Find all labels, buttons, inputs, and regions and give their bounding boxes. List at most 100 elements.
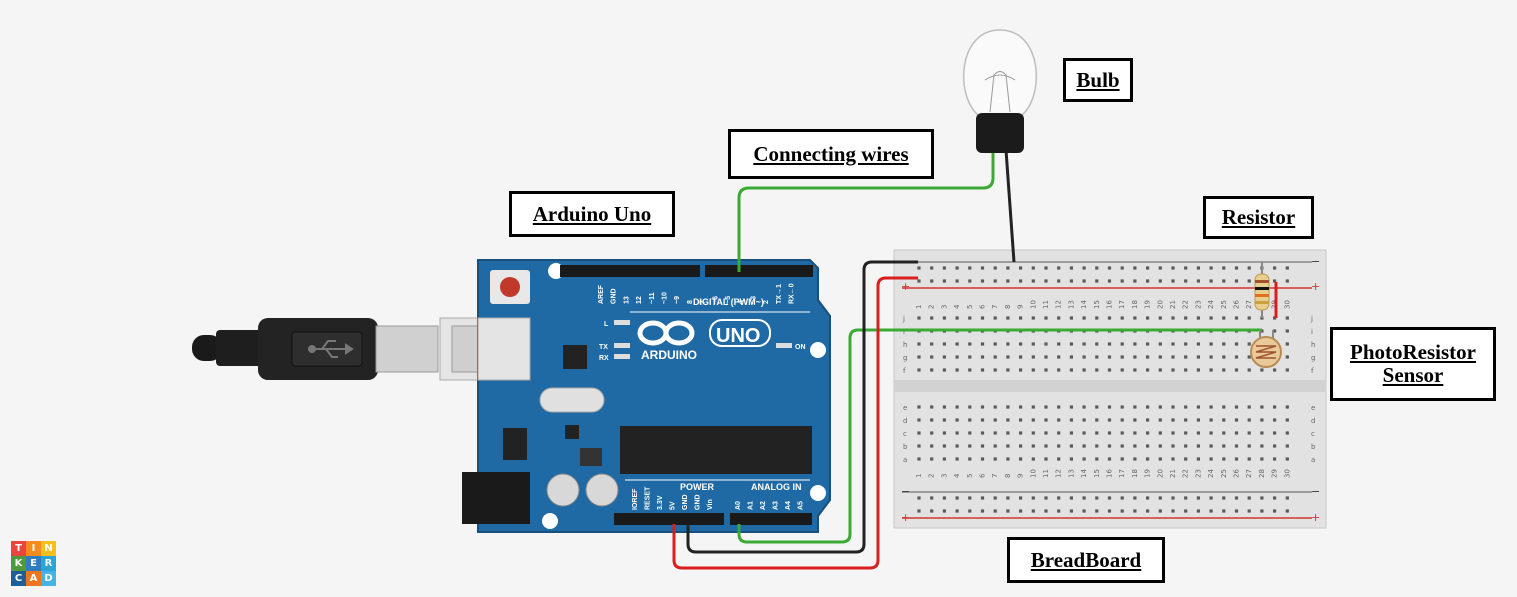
breadboard-hole	[968, 444, 972, 448]
breadboard-hole	[1247, 266, 1251, 270]
power-pin-label: IOREF	[632, 488, 639, 510]
breadboard-hole	[955, 431, 959, 435]
breadboard-hole	[1273, 405, 1277, 409]
breadboard-hole	[942, 316, 946, 320]
breadboard-hole	[917, 509, 921, 513]
breadboard-hole	[1260, 405, 1264, 409]
breadboard-hole	[980, 405, 985, 409]
breadboard-hole	[1107, 405, 1112, 409]
breadboard-hole	[942, 444, 946, 448]
breadboard-hole	[1095, 431, 1099, 435]
breadboard-hole	[930, 316, 934, 320]
breadboard-row-label: i	[903, 328, 905, 336]
breadboard-hole	[1196, 418, 1200, 422]
breadboard-hole	[917, 457, 921, 461]
breadboard-hole	[942, 509, 946, 513]
breadboard-hole	[1260, 368, 1264, 372]
breadboard-hole	[917, 444, 921, 448]
led-l-label: L	[604, 321, 609, 328]
breadboard-hole	[993, 457, 997, 461]
breadboard-hole	[1222, 431, 1226, 435]
breadboard-hole	[1069, 368, 1073, 372]
power-jack	[462, 472, 530, 524]
breadboard-hole	[1247, 457, 1251, 461]
breadboard-hole	[1057, 368, 1061, 372]
breadboard-column-number: 27	[1245, 469, 1253, 478]
breadboard-hole	[942, 457, 946, 461]
analog-pin-label: A5	[798, 501, 805, 510]
breadboard-hole	[1247, 368, 1251, 372]
breadboard-hole	[968, 457, 972, 461]
breadboard-hole	[1120, 431, 1124, 435]
breadboard-hole	[1234, 457, 1239, 461]
breadboard-hole	[968, 418, 972, 422]
breadboard-hole	[1222, 368, 1226, 372]
breadboard-hole	[1146, 316, 1150, 320]
breadboard-hole	[1209, 431, 1213, 435]
breadboard-column-number: 20	[1156, 469, 1164, 478]
breadboard-hole	[1184, 316, 1188, 320]
breadboard-hole	[1133, 279, 1137, 283]
connecting-wires-label: Connecting wires	[728, 129, 934, 179]
breadboard-column-number: 17	[1118, 300, 1126, 309]
breadboard-hole	[1133, 444, 1137, 448]
breadboard-hole	[1120, 444, 1124, 448]
breadboard-hole	[1260, 509, 1264, 513]
breadboard-column-number: 9	[1017, 305, 1025, 309]
breadboard-hole	[993, 342, 997, 346]
breadboard-hole	[1120, 457, 1124, 461]
breadboard-hole	[1006, 342, 1010, 346]
breadboard-hole	[1146, 279, 1150, 283]
breadboard-column-number: 21	[1169, 469, 1177, 478]
breadboard-hole	[955, 316, 959, 320]
breadboard-hole	[1209, 266, 1213, 270]
breadboard-hole	[1234, 342, 1239, 346]
breadboard-hole	[955, 496, 959, 500]
breadboard-column-number: 30	[1283, 469, 1291, 478]
rail-sign: +	[901, 511, 910, 524]
digital-pin-label: 7	[700, 300, 707, 304]
breadboard-hole	[1107, 496, 1112, 500]
breadboard-hole	[1107, 457, 1112, 461]
breadboard-hole	[1285, 405, 1289, 409]
breadboard-column-number: 14	[1080, 469, 1088, 478]
wire-green-a0	[737, 328, 1262, 544]
breadboard-hole	[930, 368, 934, 372]
breadboard-hole	[1222, 279, 1226, 283]
photoresistor-label-line1: PhotoResistor	[1350, 340, 1476, 364]
analog-pin-label: A2	[760, 501, 767, 510]
breadboard-hole	[1107, 316, 1112, 320]
breadboard-hole	[1247, 444, 1251, 448]
breadboard-hole	[1006, 496, 1010, 500]
breadboard-hole	[1133, 431, 1137, 435]
breadboard-hole	[993, 444, 997, 448]
breadboard-hole	[1031, 368, 1035, 372]
breadboard-hole	[1209, 368, 1213, 372]
breadboard-hole	[1095, 405, 1099, 409]
connecting-wires	[672, 149, 1278, 570]
mount-hole	[810, 342, 826, 358]
breadboard-row-label: g	[1311, 354, 1315, 362]
breadboard-column-number: 25	[1220, 469, 1228, 478]
breadboard-hole	[1234, 405, 1239, 409]
breadboard-hole	[1057, 279, 1061, 283]
breadboard-column-number: 27	[1245, 300, 1253, 309]
breadboard-hole	[1285, 279, 1289, 283]
breadboard-hole	[955, 266, 959, 270]
analog-header: ANALOG IN	[751, 482, 802, 492]
breadboard-row-label: d	[903, 417, 907, 425]
breadboard-hole	[1044, 266, 1048, 270]
breadboard-hole	[930, 342, 934, 346]
breadboard-hole	[1082, 266, 1086, 270]
breadboard-row-label: a	[1311, 456, 1315, 464]
breadboard-hole	[917, 368, 921, 372]
breadboard-hole	[1069, 266, 1073, 270]
breadboard-hole	[1184, 266, 1188, 270]
reset-button[interactable]	[490, 270, 530, 304]
breadboard-hole	[1158, 368, 1162, 372]
breadboard-hole	[942, 355, 946, 359]
digital-pin-label: 12	[636, 296, 643, 304]
breadboard-hole	[1069, 418, 1073, 422]
breadboard-hole	[1120, 316, 1124, 320]
breadboard-hole	[1031, 457, 1035, 461]
